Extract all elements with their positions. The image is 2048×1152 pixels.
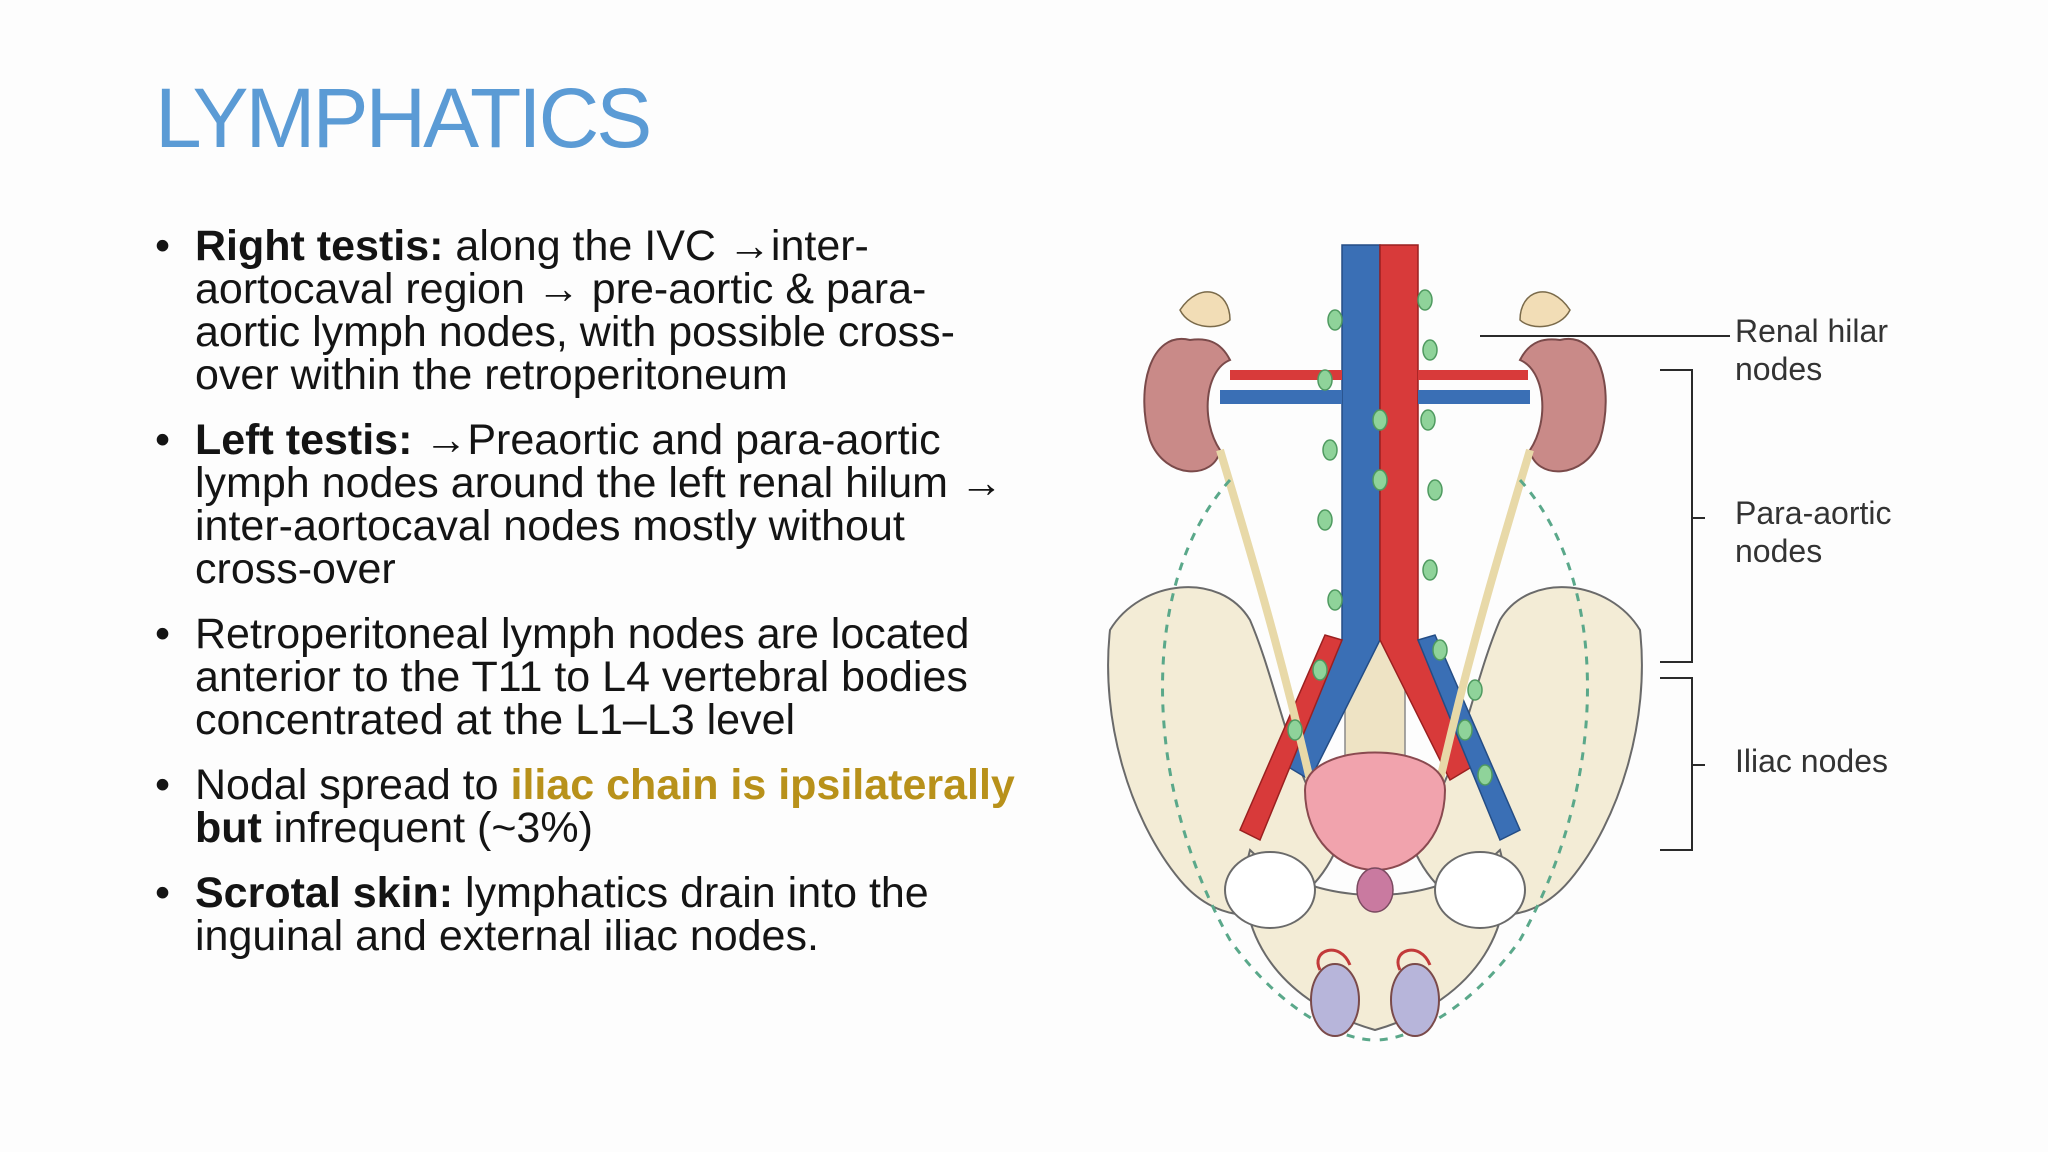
- pelvis-bones: [1107, 339, 1643, 1032]
- kidneys: [1143, 291, 1607, 473]
- bullet-bold-after: but: [195, 804, 262, 852]
- bullet-left-testis: • Left testis: →Preaortic and para-aorti…: [155, 419, 1015, 591]
- bladder: [1303, 751, 1447, 913]
- bullet-right-testis: • Right testis: along the IVC →inter-aor…: [155, 225, 1015, 397]
- bullet-dot-icon: •: [155, 416, 171, 464]
- bullet-text-post: infrequent (~3%): [261, 804, 593, 852]
- para-aortic-label: Para-aortic: [1735, 495, 1892, 531]
- bullet-text: along the IVC →inter-aortocaval region →…: [195, 222, 955, 399]
- renal-hilar-label: Renal hilar: [1735, 313, 1888, 349]
- testes: [1310, 948, 1440, 1037]
- para-aortic-label-line2: nodes: [1735, 533, 1822, 569]
- bullet-highlight: iliac chain is ipsilaterally: [510, 761, 1015, 809]
- lymphatics-anatomy-illustration: Renal hilar nodes Para-aortic nodes Ilia…: [1107, 244, 1892, 1042]
- figure-callouts: [1480, 335, 1730, 851]
- lymph-nodes: [1287, 289, 1493, 786]
- bullet-text: Retroperitoneal lymph nodes are located …: [195, 610, 970, 744]
- bullet-text-pre: Nodal spread to: [195, 761, 511, 809]
- bullet-dot-icon: •: [155, 761, 171, 809]
- bullet-dot-icon: •: [155, 222, 171, 270]
- bullet-retroperitoneal: • Retroperitoneal lymph nodes are locate…: [155, 613, 1015, 742]
- bullet-text: lymphatics drain into the inguinal and e…: [195, 869, 929, 960]
- bullet-list: • Right testis: along the IVC →inter-aor…: [155, 225, 1015, 980]
- bullet-text: →Preaortic and para-aortic lymph nodes a…: [195, 416, 1003, 593]
- bullet-term: Scrotal skin:: [195, 869, 454, 917]
- bullet-dot-icon: •: [155, 869, 171, 917]
- bullet-term: Right testis:: [195, 222, 444, 270]
- bullet-dot-icon: •: [155, 610, 171, 658]
- iliac-nodes-label: Iliac nodes: [1735, 743, 1888, 779]
- renal-hilar-label-line2: nodes: [1735, 351, 1822, 387]
- page-title: LYMPHATICS: [155, 71, 652, 165]
- bullet-nodal-spread: • Nodal spread to iliac chain is ipsilat…: [155, 764, 1015, 850]
- bullet-term: Left testis:: [195, 416, 413, 464]
- bullet-scrotal-skin: • Scrotal skin: lymphatics drain into th…: [155, 872, 1015, 958]
